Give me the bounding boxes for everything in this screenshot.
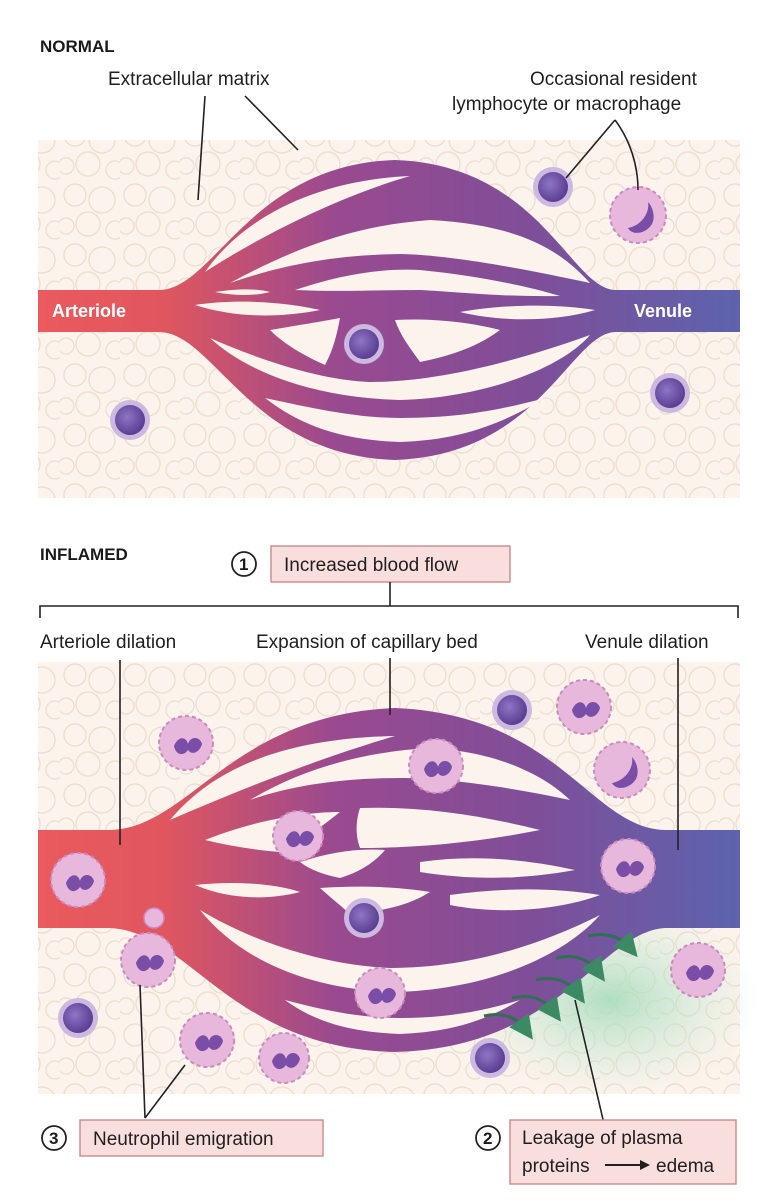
- inflamed-vessel-network: [38, 708, 740, 1052]
- capillary-expansion-label: Expansion of capillary bed: [256, 632, 478, 653]
- leakage-leader: [574, 999, 606, 1129]
- resident-leader-line: [614, 119, 639, 191]
- step2-label-line2: proteins: [522, 1156, 590, 1177]
- step1-label: Increased blood flow: [284, 555, 459, 576]
- resident-leader-line: [565, 119, 616, 179]
- arteriole-label: Arteriole: [52, 301, 126, 321]
- step2-number: 2: [483, 1129, 492, 1148]
- neutrophil-cell: [50, 852, 106, 908]
- lymphocyte-cell: [58, 998, 98, 1038]
- lymphocyte-cell: [533, 167, 573, 207]
- lymphocyte-cell: [344, 324, 384, 364]
- step1-label-box: [270, 545, 511, 583]
- neutrophil-cell: [408, 738, 464, 794]
- resident-cell-label-line2: lymphocyte or macrophage: [452, 94, 681, 115]
- neutrophil-cell: [158, 715, 214, 771]
- lymphocyte-cell: [110, 400, 150, 440]
- matrix-leader-line: [197, 95, 206, 201]
- lymphocyte-cell: [470, 1038, 510, 1078]
- neutrophil-cell: [600, 838, 656, 894]
- neutrophil-cell: [120, 932, 176, 988]
- neutrophil-cell: [179, 1012, 235, 1068]
- extracellular-matrix-label: Extracellular matrix: [108, 69, 270, 90]
- step1-number: 1: [239, 555, 248, 574]
- neutrophil-cell: [556, 679, 612, 735]
- step3-label-box: [79, 1119, 324, 1157]
- step3-label: Neutrophil emigration: [93, 1129, 274, 1150]
- step3-number: 3: [49, 1129, 58, 1148]
- neutrophil-cell: [272, 810, 324, 862]
- emigrating-neutrophil-bleb: [143, 907, 165, 929]
- matrix-leader-line: [244, 95, 299, 151]
- lymphocyte-cell: [650, 373, 690, 413]
- step1-number-badge: [231, 551, 257, 577]
- neutrophil-cell: [670, 942, 726, 998]
- step2-label-line1: Leakage of plasma: [522, 1128, 683, 1149]
- step2-number-badge: [475, 1125, 501, 1151]
- increased-blood-flow-bracket: [39, 582, 739, 618]
- macrophage-cell: [593, 741, 651, 799]
- neutrophil-cell: [354, 967, 406, 1019]
- neutrophil-cell: [258, 1032, 310, 1084]
- step3-number-badge: [41, 1125, 67, 1151]
- resident-cell-label-line1: Occasional resident: [530, 69, 698, 90]
- normal-vessel-network: [38, 160, 740, 460]
- neutrophil-emigration-leader: [139, 984, 186, 1119]
- venule-dilation-label: Venule dilation: [585, 632, 709, 653]
- plasma-leakage-arrows: [483, 931, 638, 1040]
- macrophage-cell: [609, 186, 667, 244]
- arteriole-dilation-label: Arteriole dilation: [40, 632, 176, 653]
- inflamed-title: INFLAMED: [40, 545, 128, 564]
- step2-label-box: [509, 1119, 737, 1185]
- lymphocyte-cell: [344, 898, 384, 938]
- step2-label-line3: edema: [656, 1156, 715, 1177]
- normal-title: NORMAL: [40, 37, 115, 56]
- venule-label: Venule: [634, 301, 692, 321]
- lymphocyte-cell: [492, 690, 532, 730]
- right-arrow-icon: [605, 1160, 650, 1170]
